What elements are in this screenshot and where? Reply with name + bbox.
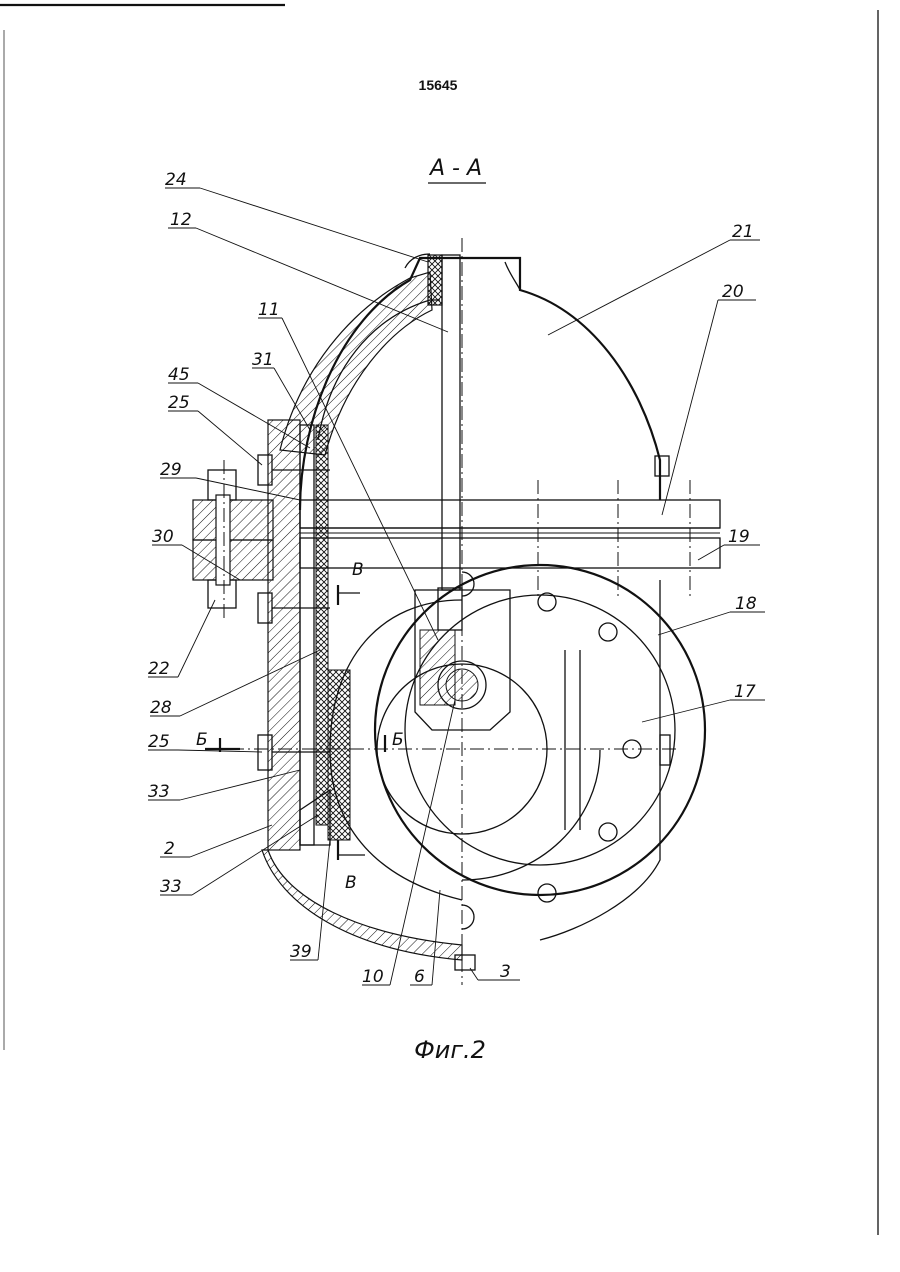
label-28: 28 bbox=[150, 698, 172, 718]
label-30: 30 bbox=[152, 527, 174, 547]
label-20: 20 bbox=[722, 282, 744, 302]
label-19: 19 bbox=[728, 527, 750, 547]
label-11: 11 bbox=[258, 300, 280, 320]
label-17: 17 bbox=[734, 682, 756, 702]
label-3: 3 bbox=[500, 962, 511, 982]
label-25-upper: 25 bbox=[168, 393, 190, 413]
bolt-holes bbox=[462, 572, 641, 929]
label-33-upper: 33 bbox=[148, 782, 170, 802]
label-10: 10 bbox=[362, 967, 384, 987]
section-title: А - А bbox=[428, 156, 482, 181]
upper-dome-housing bbox=[280, 254, 669, 510]
section-mark-b-lower: В bbox=[345, 873, 357, 893]
label-31: 31 bbox=[252, 350, 274, 370]
label-25-lower: 25 bbox=[148, 732, 170, 752]
label-33-lower: 33 bbox=[160, 877, 182, 897]
vertical-shaft bbox=[442, 255, 460, 590]
left-bolt-assembly bbox=[193, 455, 330, 770]
label-21: 21 bbox=[732, 222, 754, 242]
page-number: 15645 bbox=[419, 77, 458, 93]
label-18: 18 bbox=[735, 594, 757, 614]
label-39: 39 bbox=[290, 942, 312, 962]
label-22: 22 bbox=[148, 659, 170, 679]
label-24: 24 bbox=[165, 170, 187, 190]
figure-caption: Фиг.2 bbox=[414, 1036, 486, 1064]
lower-body bbox=[330, 565, 705, 970]
label-2: 2 bbox=[164, 839, 175, 859]
section-mark-b-upper: В bbox=[352, 560, 364, 580]
section-mark-be-left: Б bbox=[196, 730, 208, 750]
label-6: 6 bbox=[414, 967, 425, 987]
label-45: 45 bbox=[168, 365, 190, 385]
label-12: 12 bbox=[170, 210, 192, 230]
horizontal-plates bbox=[300, 480, 720, 600]
section-mark-be-right: Б bbox=[392, 730, 404, 750]
label-29: 29 bbox=[160, 460, 182, 480]
